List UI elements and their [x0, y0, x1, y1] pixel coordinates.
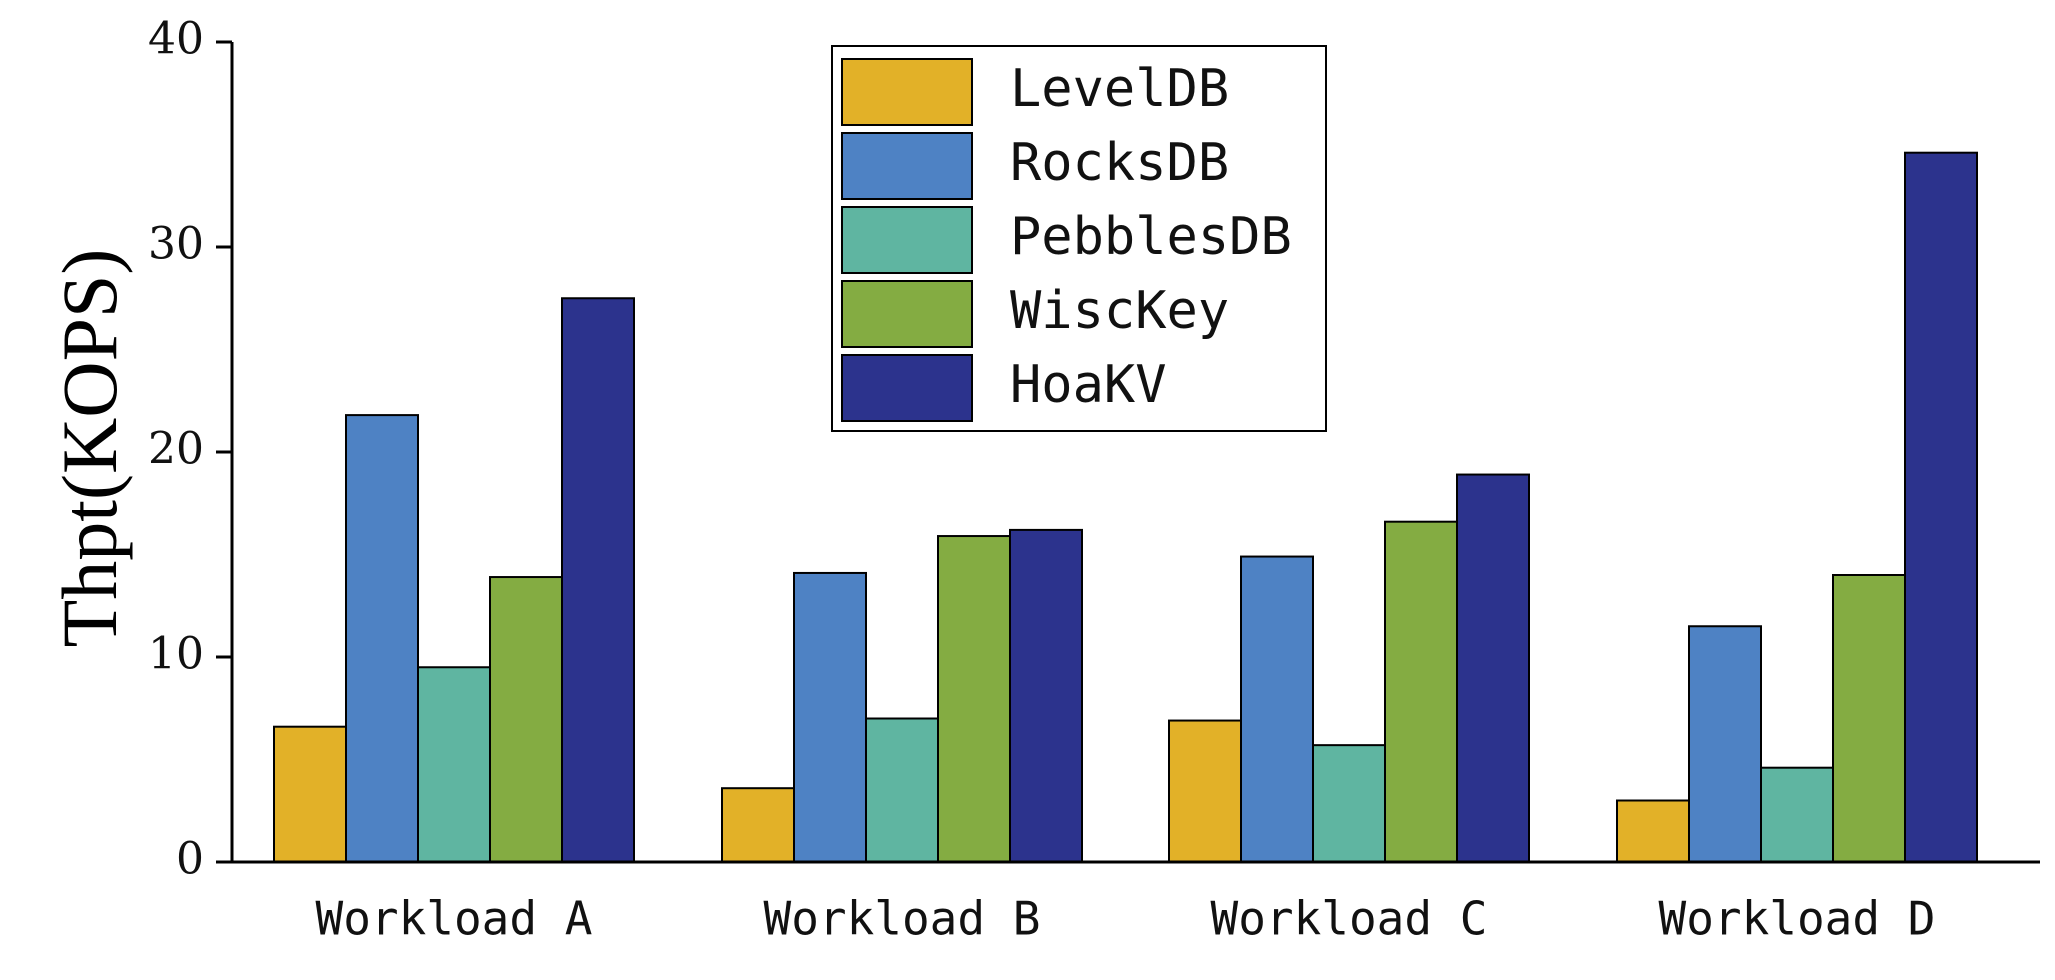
x-category-label: Workload C: [1211, 892, 1488, 946]
legend-label-leveldb: LevelDB: [1010, 59, 1229, 119]
y-ticks: 0 10 20 30 40: [148, 14, 232, 885]
bar-pebblesdb-3: [1312, 744, 1386, 864]
legend-swatch-pebblesdb: [841, 206, 973, 274]
bar-hoakv-3: [1456, 473, 1530, 863]
bar-leveldb-1: [273, 725, 347, 864]
y-tick-label: 10: [148, 629, 204, 680]
bar-pebblesdb-1: [417, 666, 491, 863]
y-tick-label: 20: [148, 424, 204, 475]
bar-rocksdb-1: [345, 414, 419, 863]
y-axis-label: Thpt(KOPS): [46, 249, 133, 648]
legend-label-wisckey: WiscKey: [1010, 281, 1229, 341]
bar-rocksdb-2: [793, 571, 867, 863]
legend-label-rocksdb: RocksDB: [1010, 133, 1229, 193]
bar-leveldb-3: [1168, 719, 1242, 863]
legend-label-hoakv: HoaKV: [1010, 355, 1167, 415]
bar-hoakv-2: [1009, 528, 1083, 864]
x-category-label: Workload D: [1659, 892, 1936, 946]
legend-swatch-rocksdb: [841, 132, 973, 200]
x-category-label: Workload B: [764, 892, 1041, 946]
bar-hoakv-1: [561, 297, 635, 863]
bar-rocksdb-3: [1240, 555, 1314, 863]
x-category-labels: Workload A Workload B Workload C Workload D: [316, 892, 1936, 946]
legend-swatch-wisckey: [841, 280, 973, 348]
bars-layer: [273, 151, 1978, 864]
x-category-label: Workload A: [316, 892, 593, 946]
bar-pebblesdb-2: [865, 717, 939, 863]
bar-wisckey-2: [937, 535, 1011, 863]
bar-wisckey-1: [489, 576, 563, 863]
bar-leveldb-2: [721, 787, 795, 864]
y-tick-label: 0: [176, 834, 204, 885]
y-tick-label: 40: [148, 14, 204, 65]
legend-swatch-hoakv: [841, 354, 973, 422]
legend-label-pebblesdb: PebblesDB: [1010, 207, 1292, 267]
bar-wisckey-3: [1384, 520, 1458, 863]
bar-leveldb-4: [1616, 799, 1690, 863]
bar-wisckey-4: [1832, 574, 1906, 863]
y-tick-label: 30: [148, 219, 204, 270]
bar-pebblesdb-4: [1760, 766, 1834, 864]
bar-hoakv-4: [1904, 151, 1978, 863]
bar-rocksdb-4: [1688, 625, 1762, 863]
legend-swatch-leveldb: [841, 58, 973, 126]
